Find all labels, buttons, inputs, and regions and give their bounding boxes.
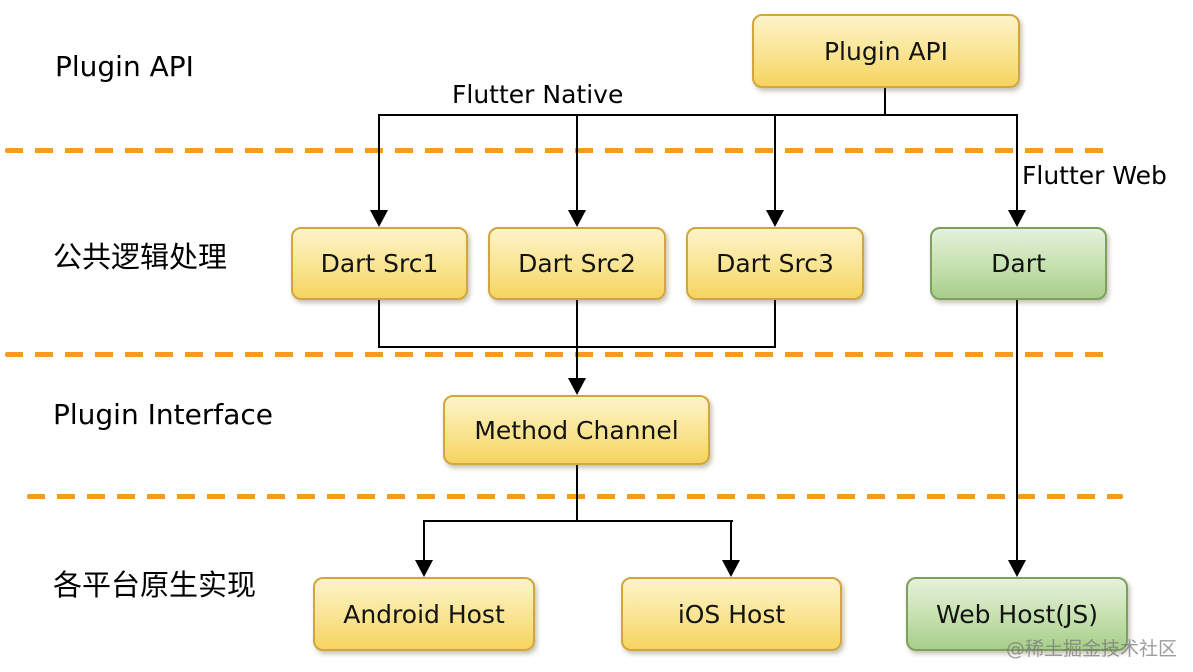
node-dart-src1: Dart Src1 <box>291 227 468 300</box>
layer-label-platform-impl: 各平台原生实现 <box>53 568 257 602</box>
arrowhead-dart-web <box>1008 210 1026 227</box>
layer-separator-3 <box>27 494 1123 499</box>
node-plugin-api-label: Plugin API <box>823 36 949 66</box>
arrowhead-ios-host <box>722 560 740 577</box>
node-dart-src2-label: Dart Src2 <box>518 249 636 278</box>
node-ios-host: iOS Host <box>621 577 842 651</box>
arrowhead-dart-src3 <box>766 210 784 227</box>
node-android-host-label: Android Host <box>343 599 505 629</box>
node-android-host: Android Host <box>313 577 535 651</box>
node-method-channel: Method Channel <box>443 395 710 465</box>
connector-drop-method-channel <box>576 300 578 380</box>
connector-bottom-bus <box>423 520 733 522</box>
arrowhead-dart-src1 <box>370 210 388 227</box>
connector-drop-web-host <box>1016 300 1018 562</box>
node-ios-host-label: iOS Host <box>677 599 786 629</box>
arrowhead-method-channel <box>568 378 586 395</box>
arrowhead-web-host <box>1008 560 1026 577</box>
connector-drop-dart-src2 <box>576 114 578 212</box>
connector-drop-dart-src1 <box>378 114 380 212</box>
connector-dart-src3-out <box>774 300 776 348</box>
connector-drop-dart-src3 <box>774 114 776 212</box>
node-method-channel-label: Method Channel <box>474 415 679 445</box>
layer-separator-2 <box>5 352 1105 357</box>
watermark: @稀土掘金技术社区 <box>1006 638 1178 660</box>
connector-drop-android-host <box>423 520 425 562</box>
node-dart-web: Dart <box>930 227 1107 300</box>
layer-label-plugin-api: Plugin API <box>55 50 194 83</box>
node-dart-src1-label: Dart Src1 <box>320 249 439 278</box>
node-dart-src3: Dart Src3 <box>686 227 864 300</box>
annotation-flutter-native: Flutter Native <box>452 80 624 109</box>
connector-plugin-api-stem <box>884 88 886 116</box>
layer-separator-1 <box>5 148 1105 153</box>
connector-drop-ios-host <box>730 520 732 562</box>
layer-label-plugin-interface: Plugin Interface <box>53 398 273 431</box>
node-web-host: Web Host(JS) <box>906 577 1128 651</box>
connector-dart-src1-out <box>378 300 380 348</box>
annotation-flutter-web: Flutter Web <box>1022 161 1167 190</box>
connector-drop-dart-web <box>1016 114 1018 212</box>
node-dart-src3-label: Dart Src3 <box>716 249 834 278</box>
connector-method-channel-stem <box>576 465 578 522</box>
node-plugin-api: Plugin API <box>752 14 1020 88</box>
arrowhead-android-host <box>415 560 433 577</box>
layer-label-common-logic: 公共逻辑处理 <box>53 240 228 274</box>
node-dart-web-label: Dart <box>991 249 1046 278</box>
connector-top-bus <box>378 114 1018 116</box>
node-dart-src2: Dart Src2 <box>488 227 666 300</box>
node-web-host-label: Web Host(JS) <box>935 599 1099 629</box>
arrowhead-dart-src2 <box>568 210 586 227</box>
